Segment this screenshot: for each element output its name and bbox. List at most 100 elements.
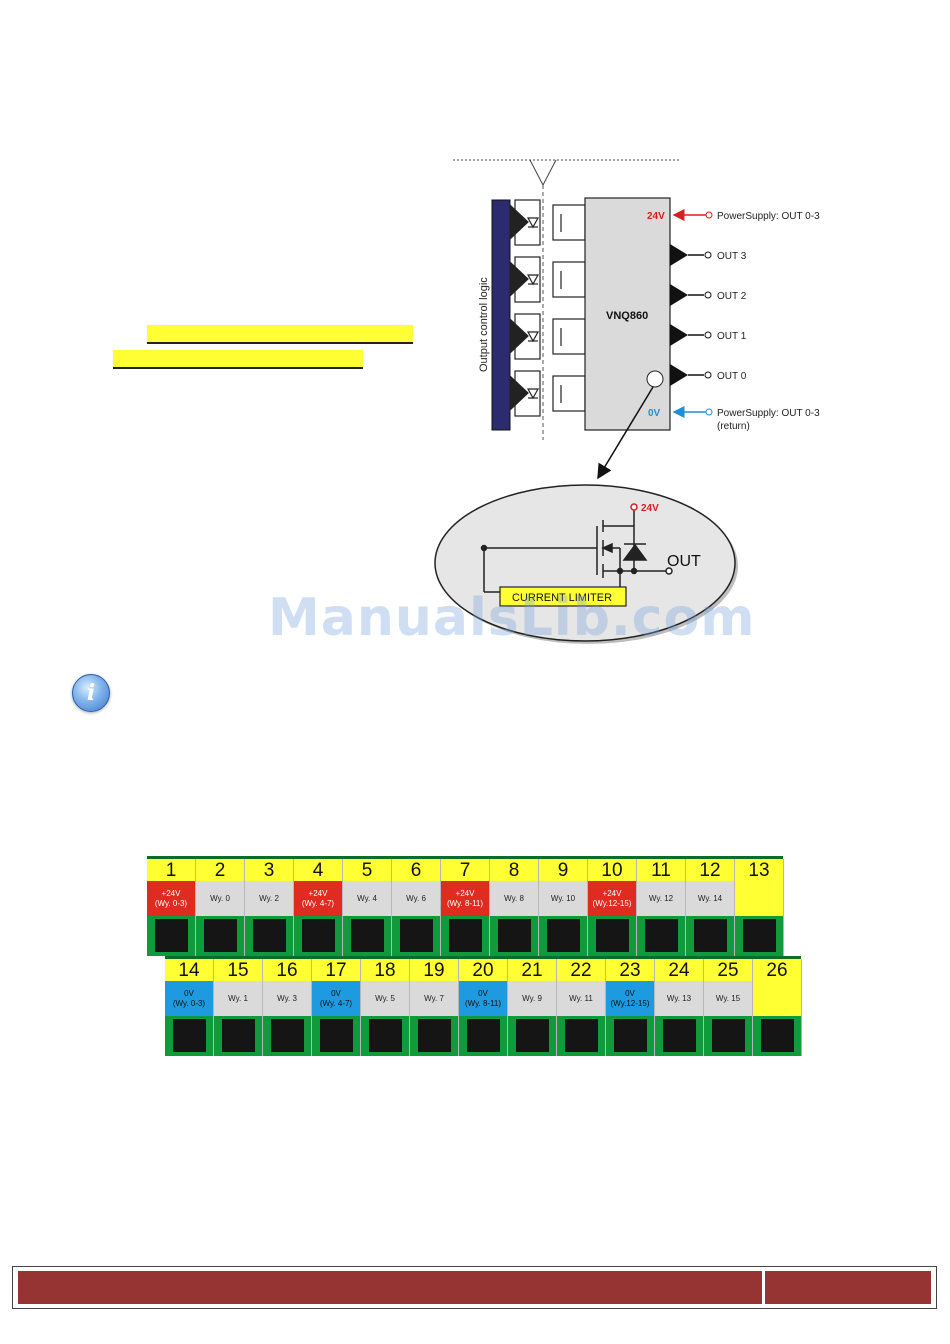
terminal-screw — [302, 919, 335, 952]
optocoupler-3 — [509, 313, 586, 360]
terminal-screw — [614, 1019, 647, 1052]
out1-label: OUT 1 — [717, 331, 747, 342]
optocoupler-4 — [509, 370, 586, 417]
supply-0v-note: (return) — [717, 421, 750, 432]
terminal-screw — [596, 919, 629, 952]
out3-label: OUT 3 — [717, 251, 747, 262]
output-circuit-diagram: Output control logic — [434, 159, 820, 644]
optocoupler-1 — [509, 199, 586, 246]
control-logic-label: Output control logic — [478, 277, 490, 372]
out0-label: OUT 0 — [717, 371, 747, 382]
zoom-24v-label: 24V — [641, 503, 659, 514]
terminal-label: 0V (Wy.12-15) — [606, 981, 654, 1016]
terminal-screw — [547, 919, 580, 952]
terminal-screw — [761, 1019, 794, 1052]
terminal-label: Wy. 10 — [539, 881, 587, 916]
terminal-screw — [155, 919, 188, 952]
terminal-label: Wy. 11 — [557, 981, 605, 1016]
terminal-number: 9 — [539, 859, 587, 881]
terminal-screw — [467, 1019, 500, 1052]
terminal-number: 26 — [753, 959, 801, 981]
terminal-screw — [712, 1019, 745, 1052]
terminal-label: +24V (Wy. 4-7) — [294, 881, 342, 916]
terminal-number: 16 — [263, 959, 311, 981]
terminal-number: 18 — [361, 959, 409, 981]
terminal-number: 5 — [343, 859, 391, 881]
output-lines — [670, 244, 712, 386]
terminal-number: 1 — [147, 859, 195, 881]
terminal-screw — [271, 1019, 304, 1052]
terminal-label: Wy. 3 — [263, 981, 311, 1016]
terminal-number: 12 — [686, 859, 734, 881]
zoom-marker-circle — [646, 370, 664, 388]
terminal-7: 7+24V (Wy. 8-11) — [441, 859, 490, 956]
supply-24v-label: PowerSupply: OUT 0-3 — [717, 211, 820, 222]
terminal-number: 8 — [490, 859, 538, 881]
terminal-number: 11 — [637, 859, 685, 881]
terminal-screw — [645, 919, 678, 952]
footer-bar-page — [765, 1271, 931, 1304]
terminal-screw — [743, 919, 776, 952]
terminal-label: Wy. 2 — [245, 881, 293, 916]
footer-bar-main — [18, 1271, 762, 1304]
page-footer — [12, 1266, 937, 1309]
terminal-number: 25 — [704, 959, 752, 981]
terminal-screw — [351, 919, 384, 952]
driver-chip — [584, 197, 671, 431]
terminal-26: 26 — [753, 959, 802, 1056]
terminal-13: 13 — [735, 859, 784, 956]
terminal-number: 24 — [655, 959, 703, 981]
terminal-label: +24V (Wy.12-15) — [588, 881, 636, 916]
highlighted-text-line-1 — [147, 325, 413, 344]
out0-terminal — [704, 371, 712, 379]
terminal-screw — [320, 1019, 353, 1052]
highlighted-text-line-2 — [113, 350, 363, 369]
terminal-screw — [516, 1019, 549, 1052]
terminal-screw — [369, 1019, 402, 1052]
optocoupler-2 — [509, 256, 586, 303]
terminal-label — [753, 981, 801, 1016]
terminal-screw — [565, 1019, 598, 1052]
terminal-label: 0V (Wy. 0-3) — [165, 981, 213, 1016]
terminal-label: Wy. 13 — [655, 981, 703, 1016]
chip-label: VNQ860 — [606, 310, 648, 322]
terminal-number: 3 — [245, 859, 293, 881]
out3-terminal — [704, 251, 712, 259]
terminal-label: Wy. 5 — [361, 981, 409, 1016]
terminal-label: Wy. 14 — [686, 881, 734, 916]
supply-0v-label: PowerSupply: OUT 0-3 — [717, 408, 820, 419]
terminal-1: 1+24V (Wy. 0-3) — [147, 859, 196, 956]
current-limiter-label: CURRENT LIMITER — [512, 592, 612, 604]
terminal-label — [735, 881, 783, 916]
isolation-notch — [529, 159, 557, 187]
terminal-screw — [173, 1019, 206, 1052]
terminal-label: 0V (Wy. 4-7) — [312, 981, 360, 1016]
zoom-out-label: OUT — [667, 553, 701, 570]
terminal-label: +24V (Wy. 8-11) — [441, 881, 489, 916]
terminal-screw — [663, 1019, 696, 1052]
optocoupler-channels — [509, 199, 586, 417]
info-icon: i — [72, 674, 110, 712]
terminal-screw — [449, 919, 482, 952]
terminal-number: 6 — [392, 859, 440, 881]
terminal-screw — [498, 919, 531, 952]
terminal-label: Wy. 9 — [508, 981, 556, 1016]
